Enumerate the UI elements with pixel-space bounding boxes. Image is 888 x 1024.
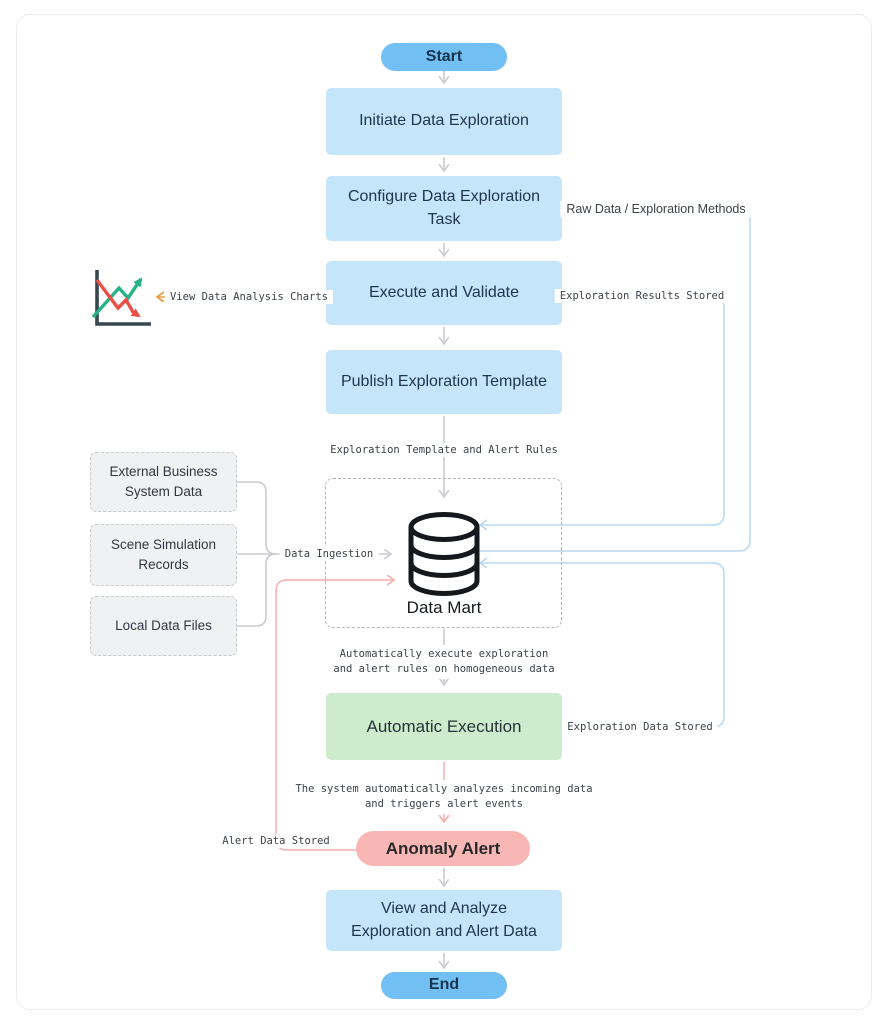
edge-label-auto-rules: Automatically execute exploration and al…: [327, 645, 561, 679]
node-start: Start: [381, 43, 507, 71]
node-automatic-execution-label: Automatic Execution: [366, 716, 522, 736]
edge-label-alert-data: Alert Data Stored: [217, 834, 335, 848]
source-scene-simulation: Scene Simulation Records: [90, 524, 237, 586]
node-end: End: [381, 972, 507, 999]
node-configure-label: Configure Data Exploration Task: [347, 188, 541, 228]
node-start-label: Start: [425, 47, 463, 65]
edge-label-alert-events: The system automatically analyzes incomi…: [289, 780, 599, 814]
edge-label-raw-data: Raw Data / Exploration Methods: [560, 201, 752, 217]
node-initiate-label: Initiate Data Exploration: [359, 112, 529, 130]
edge-label-data-ingestion: Data Ingestion: [279, 547, 379, 561]
source-external-business-label: External Business System Data: [109, 464, 218, 499]
edge-label-exploration-results: Exploration Results Stored: [554, 289, 730, 303]
edge-label-template-rules: Exploration Template and Alert Rules: [325, 443, 563, 457]
node-automatic-execution: Automatic Execution: [326, 693, 562, 760]
edge-external-merge: [237, 481, 277, 555]
node-configure: Configure Data Exploration Task: [326, 176, 562, 241]
source-scene-simulation-label: Scene Simulation Records: [110, 537, 217, 572]
node-execute-label: Execute and Validate: [368, 283, 520, 301]
data-mart-caption: Data Mart: [406, 598, 482, 617]
node-publish: Publish Exploration Template: [326, 350, 562, 414]
node-anomaly-alert: Anomaly Alert: [356, 831, 530, 866]
database-icon: [408, 512, 480, 596]
node-anomaly-alert-label: Anomaly Alert: [385, 838, 501, 858]
edge-label-auto-rules-line2: and alert rules on homogeneous data: [333, 663, 555, 675]
source-local-files-label: Local Data Files: [115, 618, 212, 634]
node-end-label: End: [428, 976, 460, 994]
node-publish-label: Publish Exploration Template: [340, 372, 548, 390]
edge-label-alert-events-line2: and triggers alert events: [364, 798, 524, 810]
node-view-analyze-label: View and Analyze Exploration and Alert D…: [351, 900, 537, 940]
node-view-analyze: View and Analyze Exploration and Alert D…: [326, 890, 562, 951]
edge-label-auto-rules-line1: Automatically execute exploration: [339, 648, 549, 660]
edge-label-exploration-data: Exploration Data Stored: [562, 720, 718, 734]
node-execute: Execute and Validate: [326, 261, 562, 325]
edge-local-merge: [237, 553, 277, 627]
line-chart-icon: [91, 270, 151, 326]
edge-label-alert-events-line1: The system automatically analyzes incomi…: [295, 783, 593, 795]
source-external-business: External Business System Data: [90, 452, 237, 512]
node-initiate: Initiate Data Exploration: [326, 88, 562, 155]
edge-alert-data-loop: [275, 580, 393, 851]
edge-label-view-charts: View Data Analysis Charts: [164, 290, 334, 304]
source-local-files: Local Data Files: [90, 596, 237, 656]
